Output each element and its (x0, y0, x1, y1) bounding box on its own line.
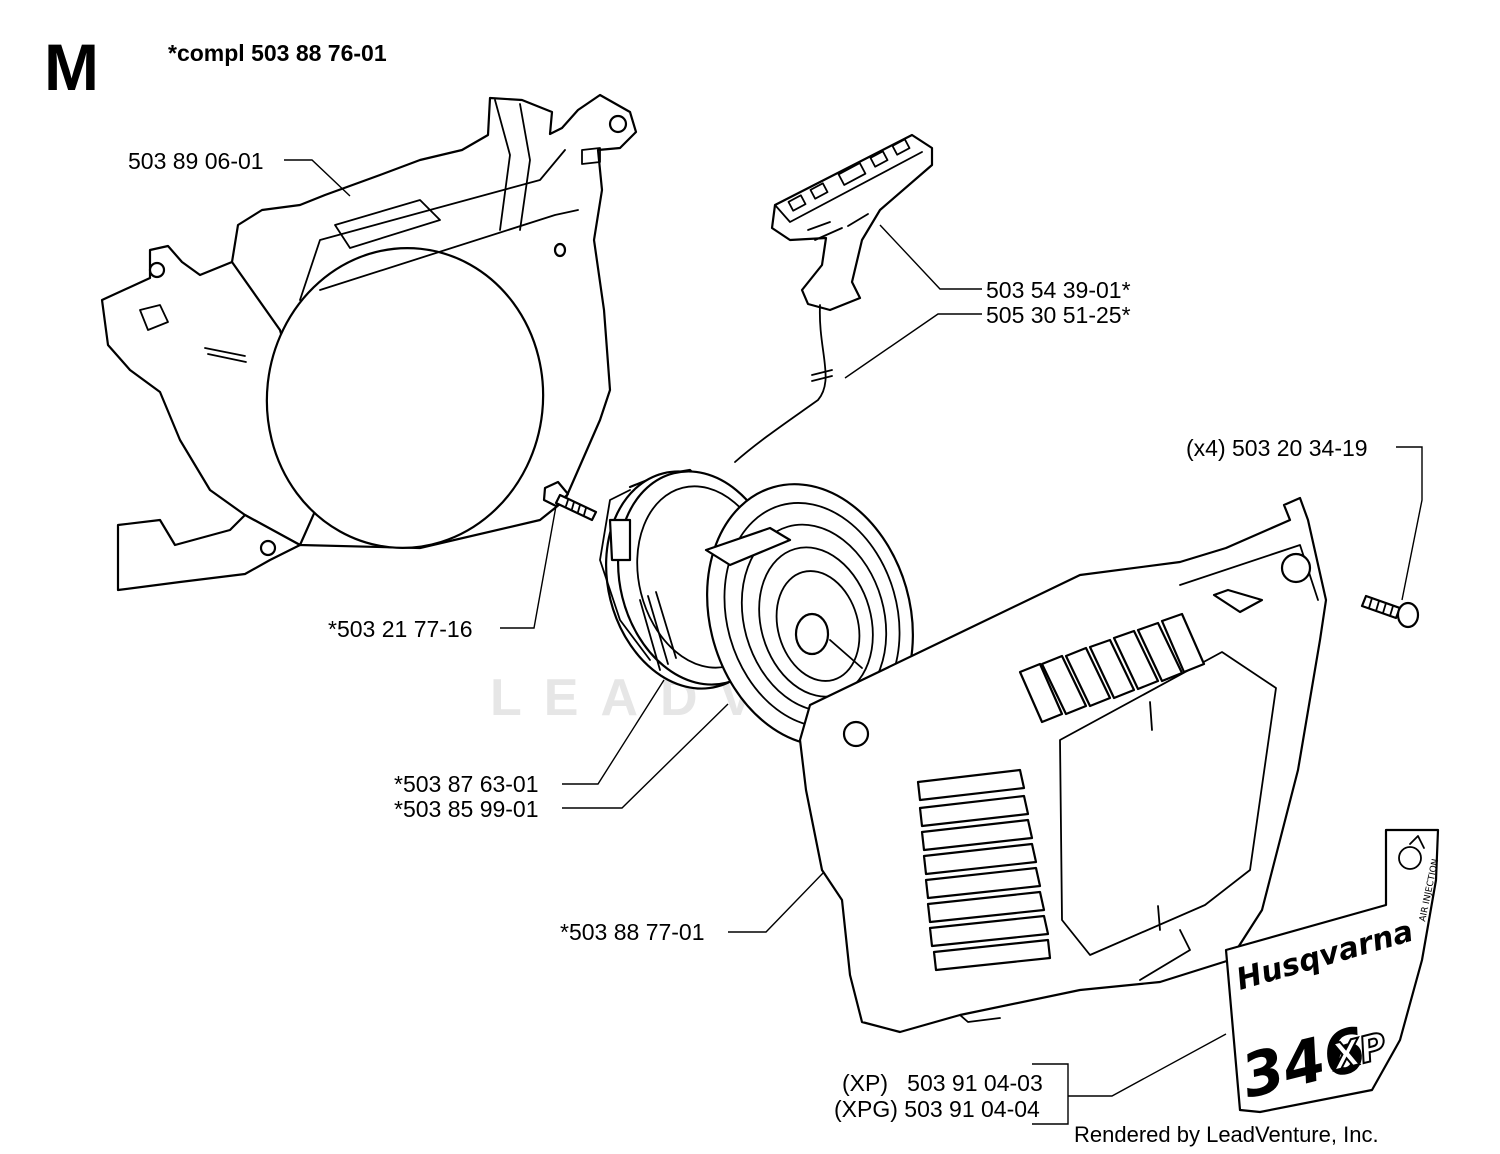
callout-decal-xp: (XP) 503 91 04-03 (842, 1070, 1043, 1096)
callout-rope: 505 30 51-25* (986, 302, 1131, 328)
callout-spring: *503 85 99-01 (394, 796, 539, 822)
callout-decal-xpg: (XPG) 503 91 04-04 (834, 1096, 1040, 1122)
starter-handle-drawing (770, 133, 934, 312)
section-letter: M (44, 30, 99, 104)
assembly-label: *compl 503 88 76-01 (168, 40, 387, 66)
callout-screw-x4: (x4) 503 20 34-19 (1186, 435, 1368, 461)
cover-screw-drawing (1360, 594, 1420, 629)
footer-credit: Rendered by LeadVenture, Inc. (1074, 1122, 1379, 1147)
model-decal-drawing: Husqvarna 346 XP AIR INJECTION (1224, 828, 1441, 1114)
leader-lines (284, 159, 1423, 1125)
starter-rope-drawing (734, 304, 827, 463)
callout-housing: 503 89 06-01 (128, 148, 264, 174)
callout-center-screw: *503 21 77-16 (328, 616, 473, 642)
starter-housing-drawing (100, 93, 638, 592)
center-screw-drawing (542, 480, 598, 522)
callout-handle: 503 54 39-01* (986, 277, 1131, 303)
callout-pulley: *503 87 63-01 (394, 771, 539, 797)
callout-cover: *503 88 77-01 (560, 919, 705, 945)
starter-cover-drawing (798, 496, 1328, 1034)
